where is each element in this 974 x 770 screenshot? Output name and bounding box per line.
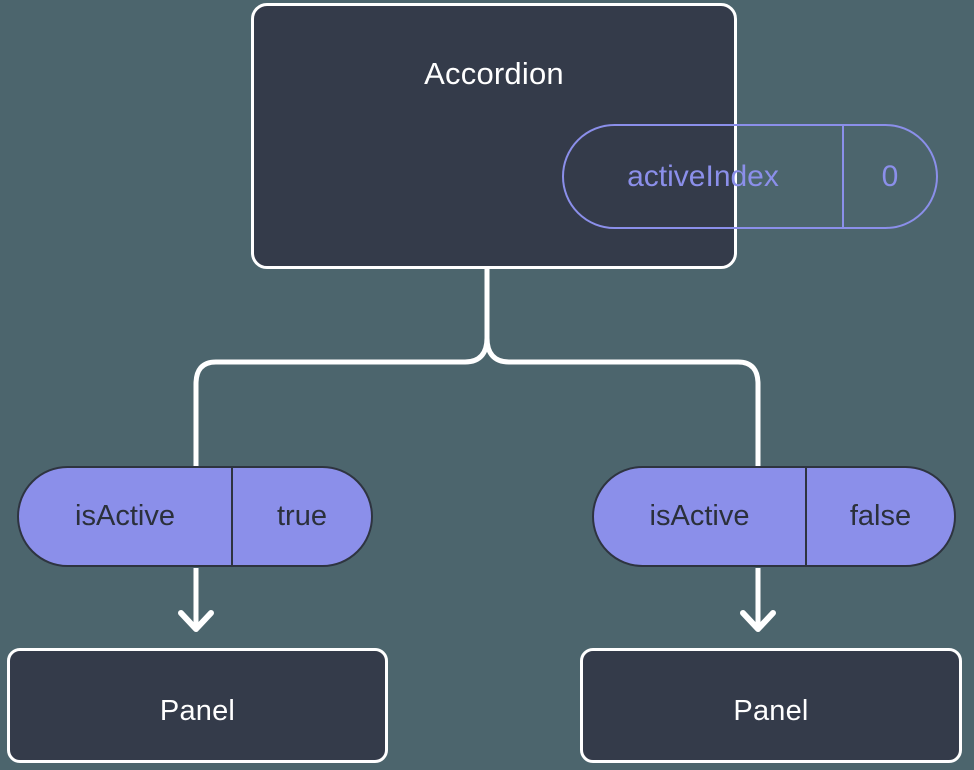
prop-pill-is-active-false[interactable]: isActive false <box>592 466 956 567</box>
arrow-left <box>178 568 214 632</box>
state-pill-value: 0 <box>842 126 936 227</box>
panel-title-right: Panel <box>733 695 809 727</box>
prop-pill-value: true <box>231 468 371 565</box>
panel-title-left: Panel <box>159 695 236 727</box>
state-pill-active-index[interactable]: activeIndex 0 <box>562 124 938 229</box>
fork-connector <box>193 266 490 473</box>
accordion-component-card[interactable]: Accordion activeIndex 0 <box>251 3 938 269</box>
accordion-title: Accordion <box>424 56 564 91</box>
fork-connector-right <box>484 335 761 473</box>
panel-component-card-left[interactable]: Panel <box>7 648 388 763</box>
prop-pill-key: isActive <box>75 500 175 532</box>
arrow-right <box>740 568 776 632</box>
prop-pill-value: false <box>805 468 954 565</box>
prop-pill-is-active-true[interactable]: isActive true <box>17 466 373 567</box>
panel-component-card-right[interactable]: Panel <box>580 648 962 763</box>
state-pill-key: activeIndex <box>627 159 779 193</box>
prop-pill-key: isActive <box>649 500 750 532</box>
